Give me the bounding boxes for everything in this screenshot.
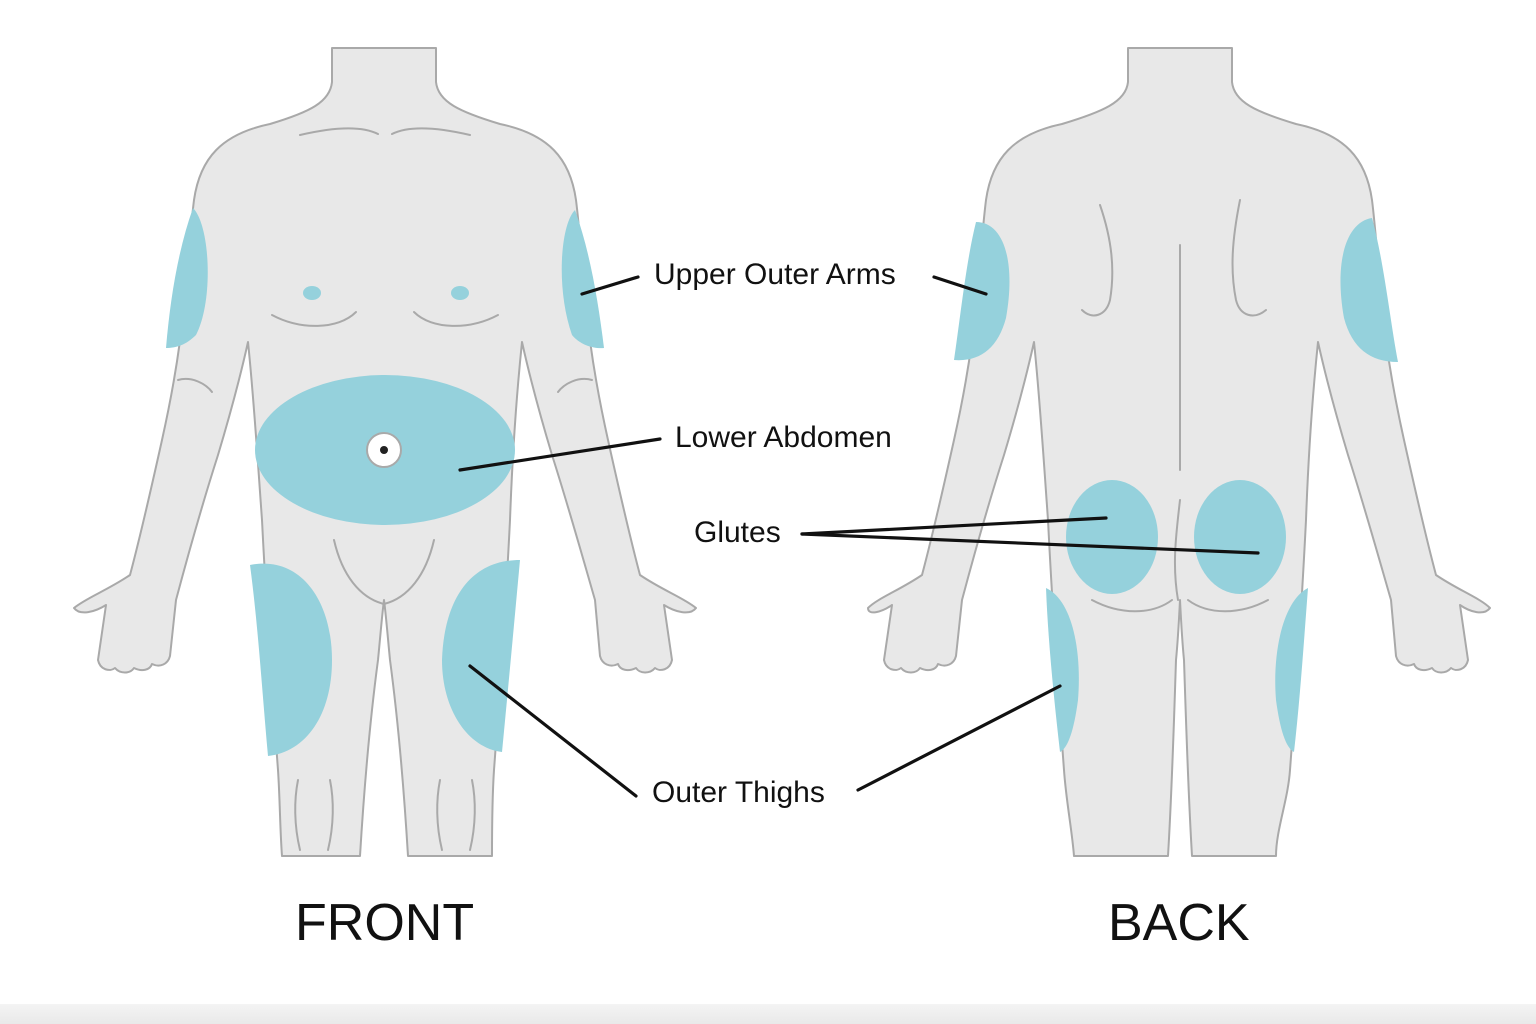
front-left-thigh-zone	[250, 563, 332, 756]
back-body-figure	[867, 47, 1491, 857]
label-outer-thighs: Outer Thighs	[652, 776, 825, 809]
front-right-chest-line	[413, 311, 499, 327]
leader-lines	[458, 275, 1260, 798]
front-navel-center	[380, 446, 388, 454]
front-right-knee-line-b	[469, 779, 476, 851]
front-body-figure	[73, 47, 697, 857]
back-right-gluteal-fold	[1187, 599, 1269, 613]
front-right-nipple	[451, 286, 469, 300]
label-upper-outer-arms: Upper Outer Arms	[654, 258, 896, 291]
back-right-arm-zone	[1340, 218, 1398, 362]
bottom-edge-bar	[0, 1004, 1536, 1024]
back-right-thigh-zone	[1275, 588, 1308, 752]
front-left-knee-line-b	[327, 779, 334, 851]
front-left-knee-line-a	[294, 779, 301, 851]
view-label-back: BACK	[1108, 894, 1250, 952]
front-right-knee-line-a	[436, 779, 443, 851]
front-right-thigh-zone	[442, 560, 520, 752]
front-left-elbow-crease	[177, 378, 213, 393]
leader-glute-left	[800, 516, 1108, 536]
back-left-shoulder-blade	[1081, 204, 1114, 317]
front-right-arm-zone	[561, 210, 604, 349]
leader-upper-arm-back	[932, 275, 988, 296]
leader-glute-right	[800, 532, 1260, 555]
back-right-glute-zone	[1194, 480, 1286, 594]
back-left-glute-zone	[1066, 480, 1158, 594]
front-left-nipple	[303, 286, 321, 300]
front-groin-line	[333, 539, 435, 606]
leader-lower-abdomen	[458, 437, 662, 472]
leader-upper-arm-front	[580, 275, 640, 296]
front-left-chest-line	[271, 311, 357, 327]
back-left-gluteal-fold	[1091, 599, 1173, 613]
front-right-collarbone	[391, 127, 471, 136]
label-glutes: Glutes	[694, 516, 781, 549]
front-right-elbow-crease	[557, 378, 593, 393]
back-left-thigh-zone	[1046, 588, 1079, 752]
label-lower-abdomen: Lower Abdomen	[675, 421, 892, 454]
leader-thigh-back	[856, 684, 1062, 792]
back-right-shoulder-blade	[1231, 199, 1267, 317]
view-label-front: FRONT	[295, 894, 475, 952]
front-left-collarbone	[299, 127, 379, 136]
leader-thigh-front	[468, 664, 638, 798]
front-left-arm-zone	[166, 208, 208, 348]
